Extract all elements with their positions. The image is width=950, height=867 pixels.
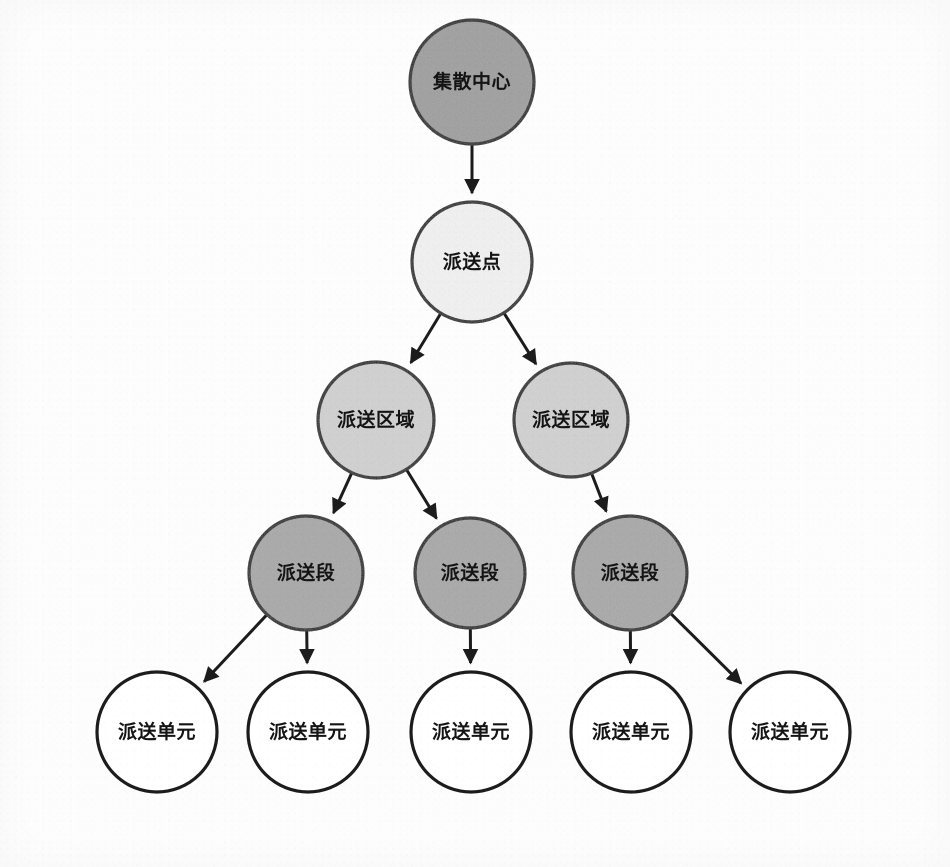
node-label-n4: 派送区域: [532, 408, 610, 431]
node-circle-n10[interactable]: [409, 670, 533, 794]
edge-派送点-to-派送区域: [409, 313, 442, 365]
node-n3-派送区域[interactable]: 派送区域: [316, 360, 436, 480]
node-n1-集散中心[interactable]: 集散中心: [408, 18, 536, 146]
node-circle-n6[interactable]: [413, 516, 527, 630]
node-n7-派送段[interactable]: 派送段: [571, 514, 689, 632]
edges-layer: [203, 145, 743, 685]
node-n11-派送单元[interactable]: 派送单元: [569, 670, 693, 794]
edge-派送点-to-派送区域: [503, 312, 538, 366]
node-label-n6: 派送段: [441, 561, 500, 584]
node-circle-n3[interactable]: [316, 360, 436, 480]
node-circle-n1[interactable]: [408, 18, 536, 146]
edge-派送段-to-派送单元: [203, 614, 268, 683]
node-n8-派送单元[interactable]: 派送单元: [95, 670, 219, 794]
edge-派送段-to-派送单元: [670, 612, 743, 685]
node-label-n9: 派送单元: [269, 720, 347, 743]
node-label-n1: 集散中心: [432, 70, 511, 93]
node-label-n12: 派送单元: [751, 720, 829, 743]
node-label-n10: 派送单元: [432, 720, 510, 743]
node-n10-派送单元[interactable]: 派送单元: [409, 670, 533, 794]
node-label-n11: 派送单元: [592, 720, 670, 743]
node-n12-派送单元[interactable]: 派送单元: [728, 670, 852, 794]
node-circle-n5[interactable]: [247, 514, 365, 632]
node-circle-n4[interactable]: [512, 361, 630, 479]
edge-派送区域-to-派送段: [590, 473, 609, 513]
node-circle-n12[interactable]: [728, 670, 852, 794]
node-circle-n8[interactable]: [95, 670, 219, 794]
node-circle-n7[interactable]: [571, 514, 689, 632]
node-n9-派送单元[interactable]: 派送单元: [246, 670, 370, 794]
node-n6-派送段[interactable]: 派送段: [413, 516, 527, 630]
node-label-n2: 派送点: [443, 250, 502, 273]
node-label-n5: 派送段: [277, 561, 336, 584]
node-label-n3: 派送区域: [337, 408, 415, 431]
node-n2-派送点[interactable]: 派送点: [410, 200, 534, 324]
node-n5-派送段[interactable]: 派送段: [247, 514, 365, 632]
node-label-n7: 派送段: [601, 561, 660, 584]
node-circle-n2[interactable]: [410, 200, 534, 324]
node-label-n8: 派送单元: [118, 720, 196, 743]
edge-派送区域-to-派送段: [405, 469, 438, 520]
node-circle-n9[interactable]: [246, 670, 370, 794]
edge-派送区域-to-派送段: [332, 473, 353, 515]
node-n4-派送区域[interactable]: 派送区域: [512, 361, 630, 479]
node-circle-n11[interactable]: [569, 670, 693, 794]
